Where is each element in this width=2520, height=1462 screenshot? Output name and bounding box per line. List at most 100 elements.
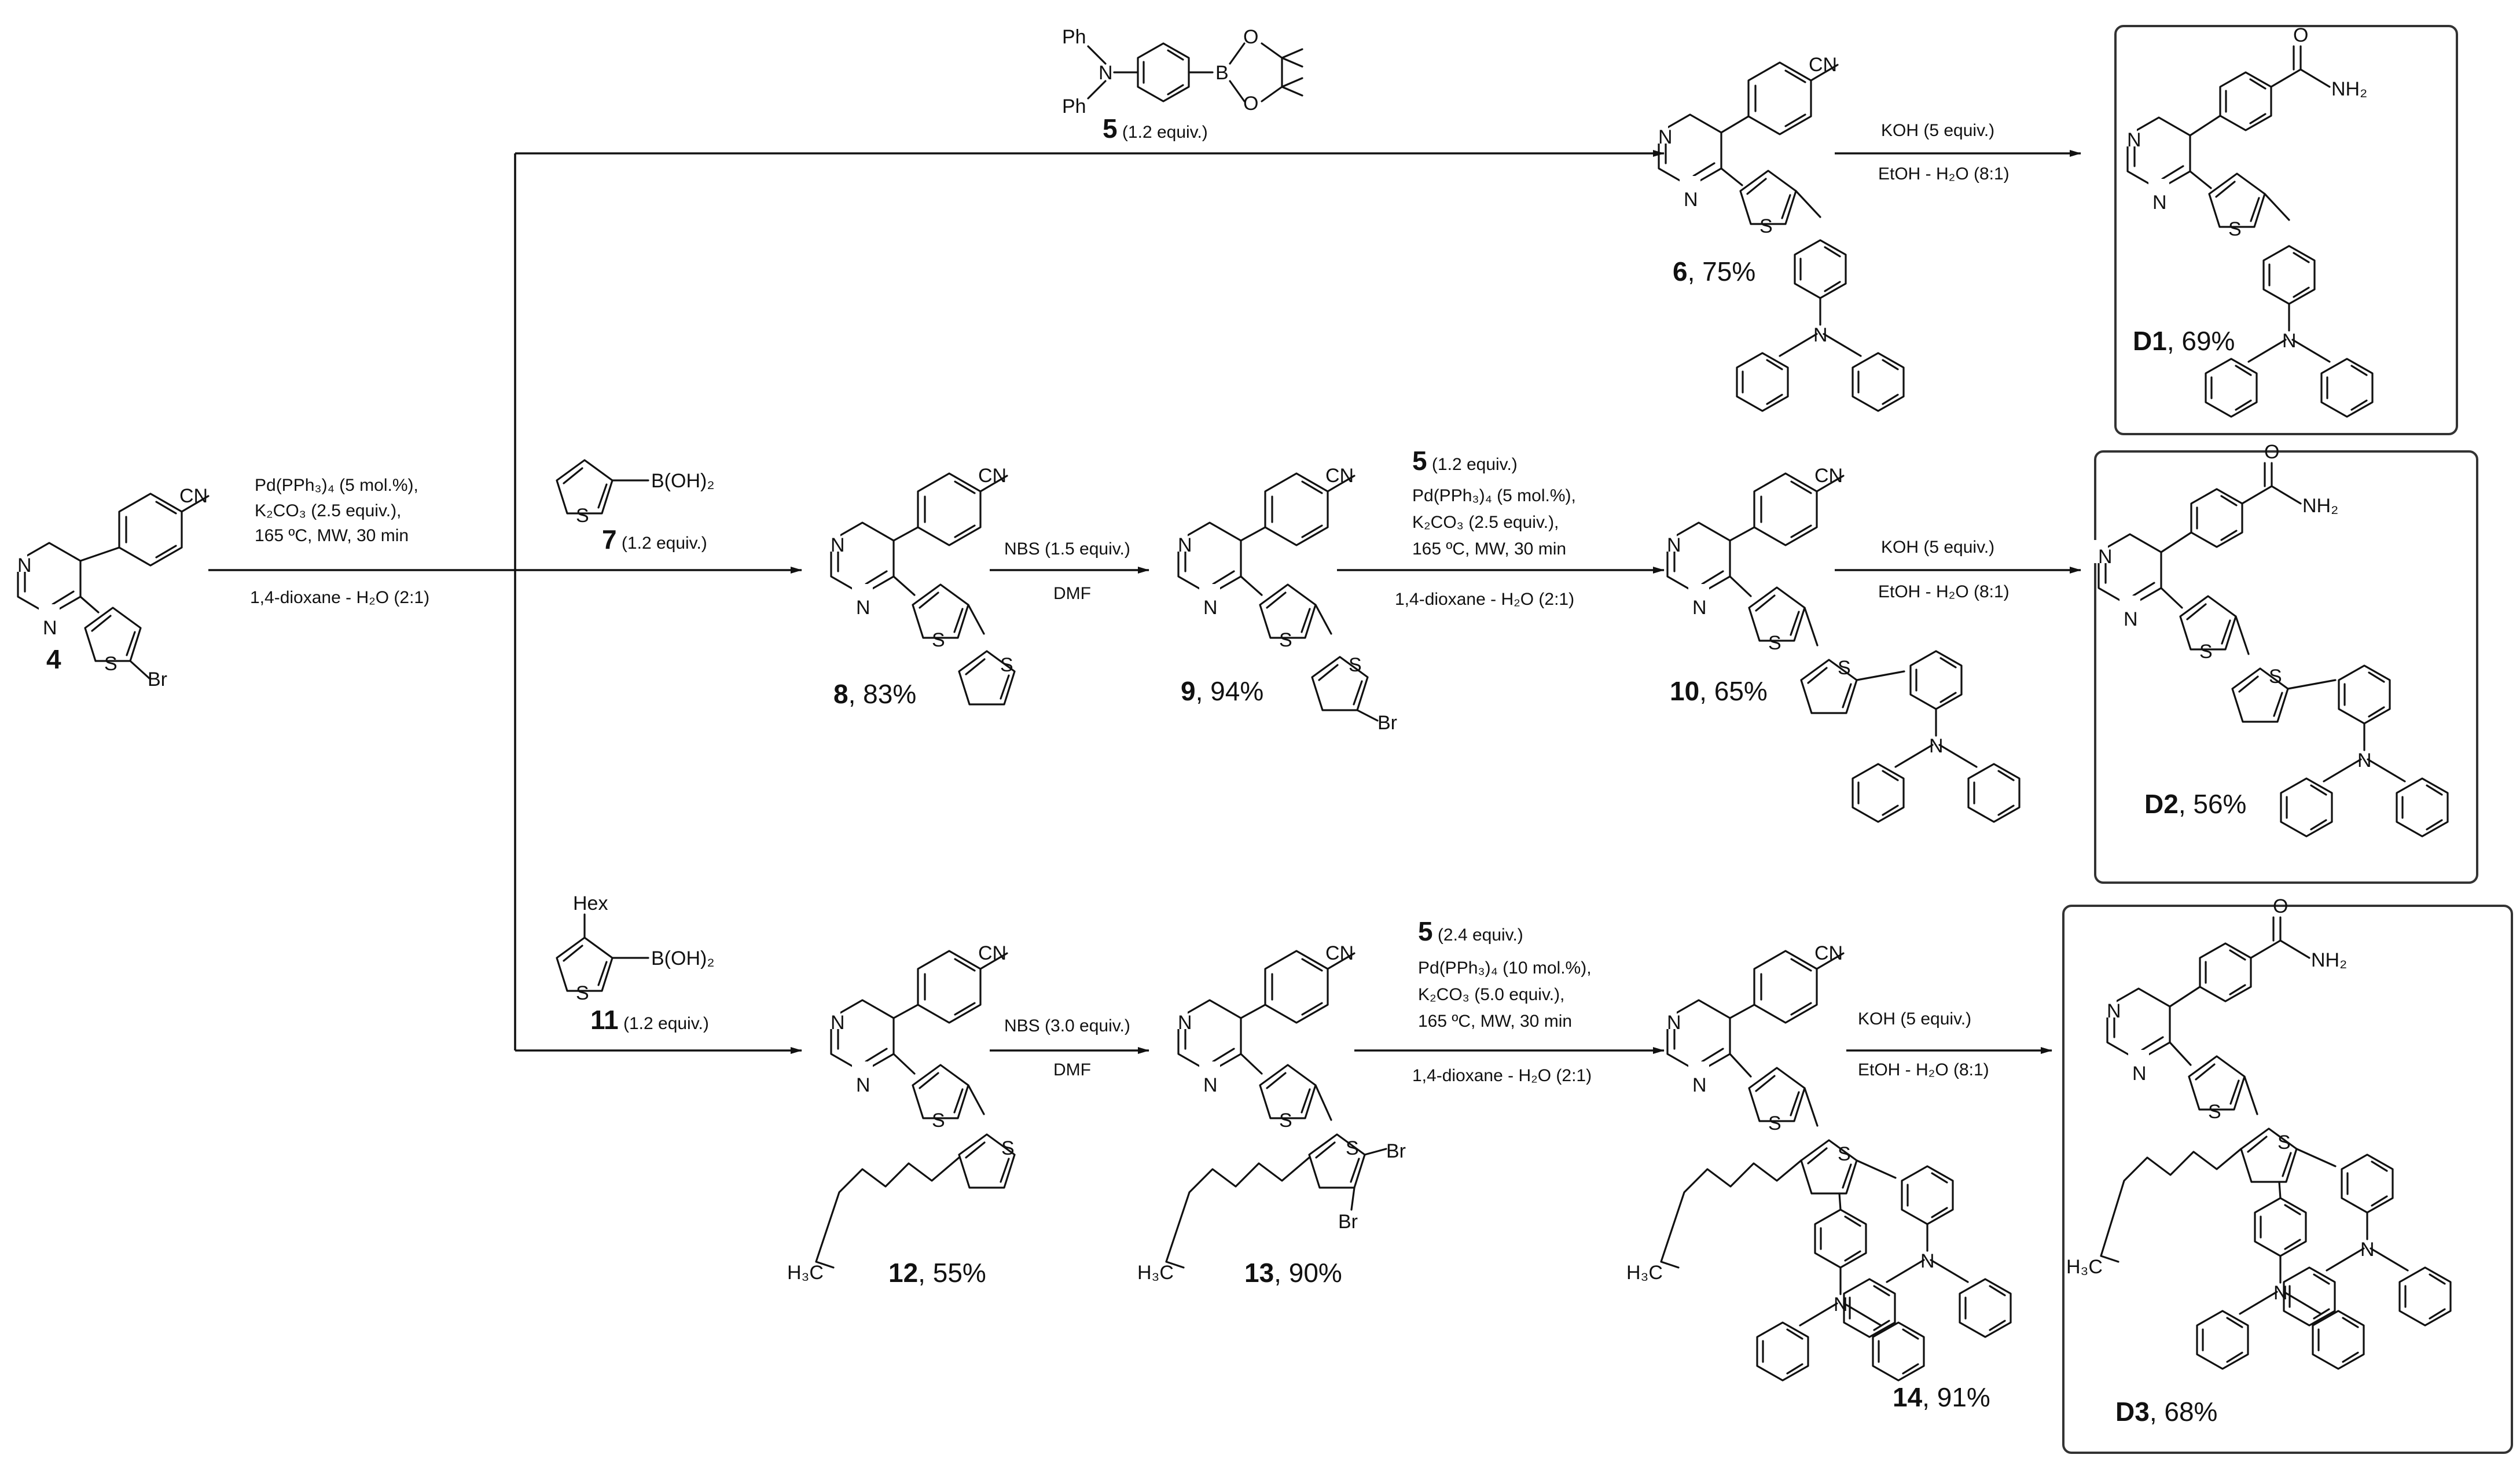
suzuki3-reagent-number: 5 bbox=[1418, 916, 1433, 946]
condition-line: 1,4-dioxane - H₂O (2:1) bbox=[250, 588, 429, 607]
svg-text:11 (1.2 equiv.): 11 (1.2 equiv.) bbox=[590, 1005, 709, 1035]
atom-n: N bbox=[831, 1012, 845, 1034]
atom-n: N bbox=[831, 534, 845, 556]
condition-line: DMF bbox=[1053, 584, 1091, 603]
atom-cn: CN bbox=[1325, 465, 1354, 487]
atom-o: O bbox=[2273, 895, 2288, 917]
compound-yield: , 55% bbox=[918, 1258, 986, 1288]
structure-reagent-5 bbox=[1087, 42, 1303, 102]
atom-o: O bbox=[2264, 441, 2279, 463]
structure-9 bbox=[1167, 472, 1379, 722]
reagent-5-number: 5 bbox=[1103, 113, 1118, 144]
atom-nh2: NH₂ bbox=[2331, 78, 2367, 100]
product-box-d1 bbox=[2114, 25, 2458, 435]
structure-d2 bbox=[2087, 462, 2448, 836]
suzuki2-reagent-number: 5 bbox=[1412, 446, 1427, 476]
reaction-arrows bbox=[208, 150, 2081, 1054]
svg-text:10, 65%: 10, 65% bbox=[1670, 676, 1768, 706]
atom-s: S bbox=[2208, 1101, 2221, 1123]
atom-n: N bbox=[1658, 126, 1673, 148]
svg-text:13, 90%: 13, 90% bbox=[1244, 1258, 1342, 1288]
reagent-5-equiv: (1.2 equiv.) bbox=[1118, 123, 1208, 142]
atom-s: S bbox=[2269, 666, 2282, 688]
atom-nh2: NH₂ bbox=[2311, 949, 2347, 971]
condition-line: K₂CO₃ (2.5 equiv.), bbox=[255, 501, 401, 520]
atom-n: N bbox=[1684, 189, 1698, 211]
atom-o: O bbox=[1243, 93, 1258, 115]
svg-text:12, 55%: 12, 55% bbox=[888, 1258, 986, 1288]
atom-cn: CN bbox=[1814, 465, 1843, 487]
atom-n: N bbox=[2152, 192, 2167, 214]
condition-line: Pd(PPh₃)₄ (5 mol.%), bbox=[255, 476, 418, 495]
atom-s: S bbox=[1001, 1137, 1015, 1159]
svg-text:D3, 68%: D3, 68% bbox=[2115, 1397, 2217, 1427]
atom-h3c: H₃C bbox=[2066, 1256, 2103, 1278]
structure-12 bbox=[815, 950, 1016, 1269]
condition-line: KOH (5 equiv.) bbox=[1858, 1009, 1971, 1028]
compound-yield: , 83% bbox=[848, 679, 917, 709]
atom-s: S bbox=[2228, 218, 2242, 240]
svg-text:5 (1.2 equiv.): 5 (1.2 equiv.) bbox=[1103, 113, 1208, 144]
condition-line: DMF bbox=[1053, 1060, 1091, 1079]
condition-line: KOH (5 equiv.) bbox=[1881, 538, 1994, 557]
atom-s: S bbox=[2277, 1132, 2291, 1154]
atom-s: S bbox=[1838, 1143, 1851, 1165]
condition-line: KOH (5 equiv.) bbox=[1881, 121, 1994, 140]
atom-n: N bbox=[1667, 1012, 1681, 1034]
svg-text:4: 4 bbox=[46, 644, 61, 674]
reaction-conditions: Pd(PPh₃)₄ (5 mol.%), K₂CO₃ (2.5 equiv.),… bbox=[250, 121, 2010, 1085]
compound-number: 10 bbox=[1670, 676, 1699, 706]
condition-line: 1,4-dioxane - H₂O (2:1) bbox=[1395, 590, 1574, 609]
compound-yield: , 69% bbox=[2167, 326, 2235, 356]
structure-10 bbox=[1656, 472, 2019, 822]
reagent-11-equiv: (1.2 equiv.) bbox=[619, 1014, 709, 1033]
condition-line: NBS (3.0 equiv.) bbox=[1004, 1016, 1130, 1035]
compound-number: 9 bbox=[1181, 676, 1196, 706]
atom-s: S bbox=[1838, 657, 1851, 679]
svg-text:9, 94%: 9, 94% bbox=[1181, 676, 1263, 706]
svg-text:5 (1.2 equiv.): 5 (1.2 equiv.) bbox=[1412, 446, 1518, 476]
structure-reagent-11 bbox=[556, 913, 649, 992]
atom-s: S bbox=[1279, 629, 1292, 651]
atom-br: Br bbox=[1386, 1140, 1406, 1162]
atom-n: N bbox=[1203, 597, 1218, 619]
condition-line: EtOH - H₂O (8:1) bbox=[1858, 1060, 1989, 1079]
atom-s: S bbox=[576, 505, 589, 527]
condition-line: K₂CO₃ (2.5 equiv.), bbox=[1412, 513, 1559, 532]
atom-h3c: H₃C bbox=[787, 1262, 824, 1284]
atom-n: N bbox=[1834, 1294, 1848, 1316]
atom-ph: Ph bbox=[1062, 26, 1086, 48]
atom-h3c: H₃C bbox=[1137, 1262, 1174, 1284]
atom-ph: Ph bbox=[1062, 95, 1086, 117]
atom-s: S bbox=[1768, 1112, 1781, 1134]
atom-n: N bbox=[1099, 62, 1113, 84]
condition-line: 165 ºC, MW, 30 min bbox=[1418, 1012, 1572, 1031]
atom-n: N bbox=[856, 1074, 870, 1096]
condition-line: 165 ºC, MW, 30 min bbox=[255, 526, 409, 545]
compound-number: 8 bbox=[833, 679, 848, 709]
atom-boh2: B(OH)₂ bbox=[651, 947, 715, 969]
condition-line: 1,4-dioxane - H₂O (2:1) bbox=[1412, 1066, 1592, 1085]
atom-o: O bbox=[1243, 26, 1258, 48]
atom-nh2: NH₂ bbox=[2302, 495, 2338, 517]
svg-text:8, 83%: 8, 83% bbox=[833, 679, 916, 709]
condition-line: Pd(PPh₃)₄ (10 mol.%), bbox=[1418, 958, 1592, 978]
atom-s: S bbox=[1346, 1137, 1359, 1159]
compound-labels: 4 6, 75% D1, 69% 8, 83% 9, 94% 10, 65% D… bbox=[46, 256, 2246, 1427]
atom-n: N bbox=[1667, 534, 1681, 556]
compound-number: D3 bbox=[2115, 1397, 2150, 1427]
reagent-7-equiv: (1.2 equiv.) bbox=[617, 534, 707, 553]
structure-8 bbox=[820, 472, 1016, 706]
compound-number: 13 bbox=[1244, 1258, 1274, 1288]
atom-cn: CN bbox=[1814, 942, 1843, 964]
atom-s: S bbox=[1349, 654, 1362, 676]
compound-number: 14 bbox=[1893, 1382, 1923, 1412]
condition-line: Pd(PPh₃)₄ (5 mol.%), bbox=[1412, 486, 1576, 505]
structure-13 bbox=[1165, 950, 1387, 1269]
compound-number: D2 bbox=[2144, 789, 2179, 819]
condition-line: 165 ºC, MW, 30 min bbox=[1412, 539, 1566, 559]
compound-yield: , 65% bbox=[1699, 676, 1768, 706]
condition-line: EtOH - H₂O (8:1) bbox=[1878, 164, 2010, 183]
atom-boh2: B(OH)₂ bbox=[651, 470, 715, 492]
